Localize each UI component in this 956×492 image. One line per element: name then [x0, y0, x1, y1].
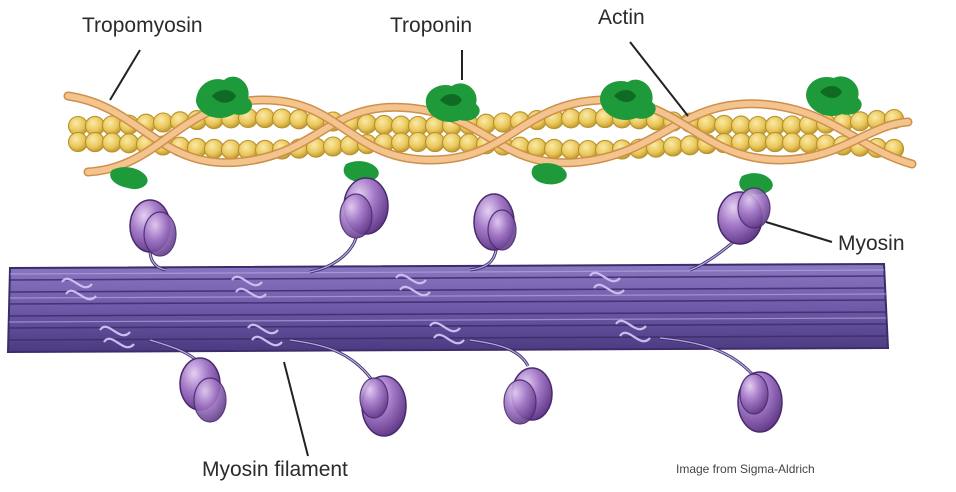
actin-bead	[545, 139, 564, 158]
actin-bead	[562, 109, 581, 128]
actin-bead	[392, 116, 411, 135]
myosin-head-upper-3	[474, 194, 516, 250]
actin-bead	[205, 139, 224, 158]
actin-bead	[443, 133, 462, 152]
actin-label: Actin	[598, 6, 645, 30]
actin-bead	[426, 133, 445, 152]
actin-bead	[392, 133, 411, 152]
actin-bead	[69, 133, 88, 152]
actin-bead	[732, 116, 751, 135]
actin-bead	[715, 115, 734, 134]
actin-bead	[86, 133, 105, 152]
actin-bead	[324, 137, 343, 156]
myosin-head-upper-2	[340, 178, 388, 238]
actin-bead	[664, 137, 683, 156]
troponin-label: Troponin	[390, 14, 472, 38]
myosin-filament-leader	[284, 362, 308, 456]
actin-bead	[766, 133, 785, 152]
actin-bead	[256, 109, 275, 128]
actin-bead	[851, 112, 870, 131]
actin-bead	[358, 114, 377, 133]
myosin-head-upper-4	[718, 188, 770, 244]
actin-bead	[783, 133, 802, 152]
actin-bead	[494, 113, 513, 132]
tropomyosin-strand	[68, 96, 912, 172]
myosin-head-upper-1	[130, 200, 176, 256]
actin-bead	[562, 140, 581, 159]
actin-bead	[120, 134, 139, 153]
actin-bead	[154, 113, 173, 132]
myosin-filament-label: Myosin filament	[202, 458, 348, 482]
actin-bead	[222, 140, 241, 159]
actin-bead	[749, 133, 768, 152]
tropomyosin-leader	[110, 50, 140, 100]
myosin-leader	[766, 222, 832, 242]
actin-bead	[409, 133, 428, 152]
myosin-label: Myosin	[838, 232, 905, 256]
troponin-complex-3	[532, 80, 656, 185]
actin-bead	[375, 115, 394, 134]
myosin-head-lower-3	[504, 368, 552, 424]
actin-bead	[290, 110, 309, 129]
actin-bead	[681, 136, 700, 155]
actin-bead	[103, 133, 122, 152]
myosin-head-lower-2	[360, 376, 406, 436]
myosin-head-lower-4	[738, 372, 782, 432]
actin-bead	[579, 109, 598, 128]
image-credit: Image from Sigma-Aldrich	[676, 462, 815, 476]
actin-bead	[273, 109, 292, 128]
tropomyosin-label: Tropomyosin	[82, 14, 203, 38]
actin-bead	[783, 116, 802, 135]
actin-bead	[800, 134, 819, 153]
myosin-head-lower-1	[180, 358, 226, 422]
